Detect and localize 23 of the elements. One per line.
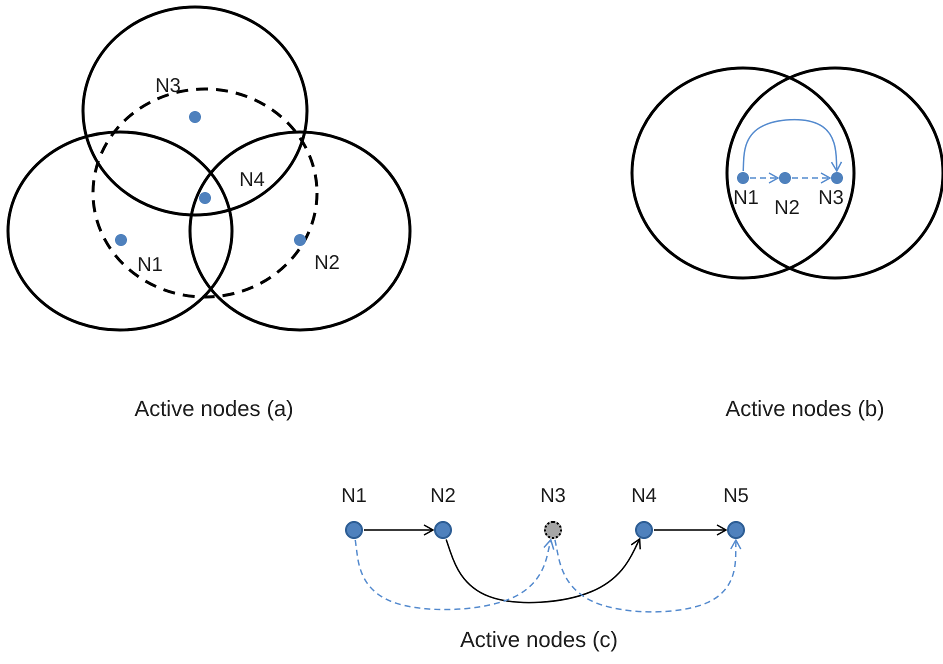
node-label: N2 xyxy=(773,197,801,219)
node-label: N3 xyxy=(539,485,567,507)
caption: Active nodes (b) xyxy=(726,396,884,422)
node-label: N1 xyxy=(340,485,368,507)
node-label: N5 xyxy=(722,485,750,507)
node-label: N3 xyxy=(817,187,845,209)
caption: Active nodes (a) xyxy=(134,396,294,422)
arrow xyxy=(742,118,842,172)
dashed-arrow xyxy=(792,172,831,184)
arrow xyxy=(364,524,434,536)
node-label: N4 xyxy=(238,169,266,191)
dashed-arrow xyxy=(354,539,554,610)
node-label: N1 xyxy=(732,187,760,209)
node-label: N3 xyxy=(154,75,182,97)
node-label: N4 xyxy=(630,485,658,507)
dashed-arrow xyxy=(554,539,742,613)
caption: Active nodes (c) xyxy=(460,627,618,653)
node-label: N2 xyxy=(429,485,457,507)
arrow xyxy=(445,538,641,604)
node-label: N1 xyxy=(136,254,164,276)
dashed-arrow xyxy=(750,172,779,184)
node-label: N2 xyxy=(313,252,341,274)
arrow xyxy=(654,524,727,536)
